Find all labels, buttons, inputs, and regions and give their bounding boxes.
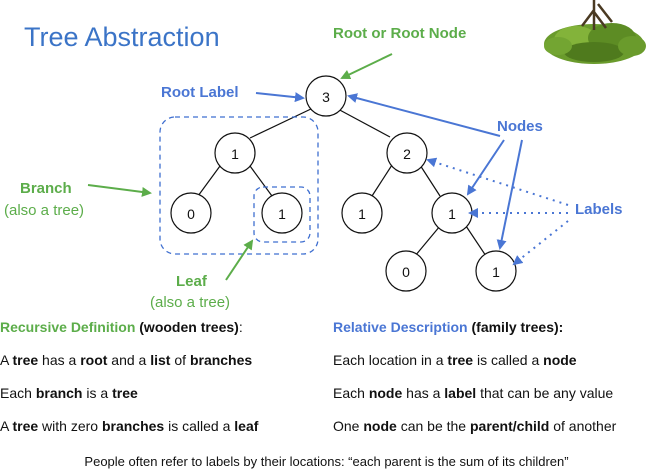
text: node	[363, 418, 397, 434]
text: tree	[12, 418, 39, 434]
annotation-leaf-sub: (also a tree)	[150, 294, 231, 311]
edge-left-leaf0	[197, 165, 221, 197]
right-line-1: Each location in a tree is called a node	[333, 352, 577, 368]
text: label	[444, 385, 477, 401]
edge-right-leaf1	[371, 164, 393, 197]
footer-note: People often refer to labels by their lo…	[84, 454, 569, 469]
annotation-labels: Labels	[575, 201, 623, 218]
arrow-root-node	[340, 53, 393, 80]
arrow-nodes-mid	[466, 139, 505, 196]
node-label-right-leaf-1: 1	[358, 206, 366, 222]
text: can be the	[396, 418, 470, 434]
node-label-right-mid-leaf-1: 1	[492, 264, 500, 280]
node-label-left-branch-root: 1	[231, 146, 239, 162]
edge-mid-leaf0	[414, 225, 441, 257]
node-label-left-leaf-1: 1	[278, 206, 286, 222]
text: Each	[333, 385, 369, 401]
arrow-root-label	[255, 92, 305, 103]
text: and a	[107, 352, 151, 368]
left-line-1: A tree has a root and a list of branches	[0, 352, 252, 368]
node-left-leaf-0	[170, 192, 212, 234]
node-label-right-mid-leaf-0: 0	[402, 264, 410, 280]
node-right-branch-root	[386, 132, 428, 174]
node-label-left-leaf-0: 0	[187, 206, 195, 222]
text: that can be any value	[476, 385, 614, 401]
text: Each location in a	[333, 352, 448, 368]
arrow-nodes-leaf	[496, 139, 523, 250]
annotation-leaf: Leaf	[176, 273, 207, 290]
left-heading-rest: (wooden trees)	[139, 319, 239, 335]
node-right-mid-leaf-1	[475, 250, 517, 292]
leaf-dashed-box	[253, 186, 311, 243]
node-label-right-branch-root: 2	[403, 146, 411, 162]
text: A	[0, 352, 13, 368]
arrow-nodes-root	[347, 93, 501, 137]
page-title: Tree Abstraction	[24, 22, 220, 52]
text: list	[150, 352, 171, 368]
edge-left-leaf1	[249, 165, 273, 197]
text: One	[333, 418, 364, 434]
left-heading-green: Recursive Definition	[0, 319, 136, 335]
text: branch	[35, 385, 83, 401]
right-heading-colon: :	[558, 319, 564, 335]
right-heading: Relative Description (family trees):	[333, 319, 563, 335]
text: root	[80, 352, 108, 368]
arrow-labels-leaf	[512, 220, 569, 266]
annotation-branch-sub: (also a tree)	[4, 202, 85, 219]
text: is a	[82, 385, 113, 401]
right-heading-rest: (family trees)	[471, 319, 559, 335]
text: branches	[101, 418, 165, 434]
text: node	[368, 385, 403, 401]
text: branches	[189, 352, 253, 368]
left-heading-colon: :	[238, 319, 243, 335]
arrow-leaf	[225, 239, 254, 281]
edge-root-left	[249, 107, 314, 139]
text: tree	[12, 352, 39, 368]
text: of another	[549, 418, 617, 434]
node-label-right-mid: 1	[448, 206, 456, 222]
text: node	[543, 352, 577, 368]
text: leaf	[234, 418, 259, 434]
text: A	[0, 418, 13, 434]
annotation-nodes: Nodes	[497, 118, 543, 135]
right-line-3: One node can be the parent/child of anot…	[333, 418, 616, 434]
text: parent/child	[469, 418, 550, 434]
arrow-branch	[87, 184, 152, 197]
node-left-leaf-1	[261, 192, 303, 234]
right-line-2: Each node has a label that can be any va…	[333, 385, 613, 401]
node-right-mid-leaf-0	[385, 250, 427, 292]
text: with zero	[38, 418, 102, 434]
text: is called a	[473, 352, 544, 368]
node-root	[305, 75, 347, 117]
text: has a	[402, 385, 445, 401]
node-label-root: 3	[322, 89, 330, 105]
text: tree	[112, 385, 138, 401]
annotation-branch: Branch	[20, 180, 72, 197]
node-right-leaf-1	[341, 192, 383, 234]
branch-dashed-box	[159, 116, 319, 255]
text: Each	[0, 385, 36, 401]
annotation-root-node: Root or Root Node	[333, 25, 467, 42]
text: is called a	[164, 418, 235, 434]
edge-right-mid	[419, 164, 441, 197]
tree-edges	[197, 107, 487, 257]
tree-photo	[544, 0, 646, 64]
edge-mid-leaf1	[465, 225, 487, 257]
annotation-root-label: Root Label	[161, 84, 239, 101]
left-line-2: Each branch is a tree	[0, 385, 138, 401]
text: has a	[38, 352, 81, 368]
node-left-branch-root	[214, 132, 256, 174]
text: of	[170, 352, 190, 368]
left-line-3: A tree with zero branches is called a le…	[0, 418, 258, 434]
left-heading: Recursive Definition (wooden trees):	[0, 319, 243, 335]
right-heading-blue: Relative Description	[333, 319, 468, 335]
text: tree	[447, 352, 474, 368]
edge-root-right	[335, 107, 391, 138]
